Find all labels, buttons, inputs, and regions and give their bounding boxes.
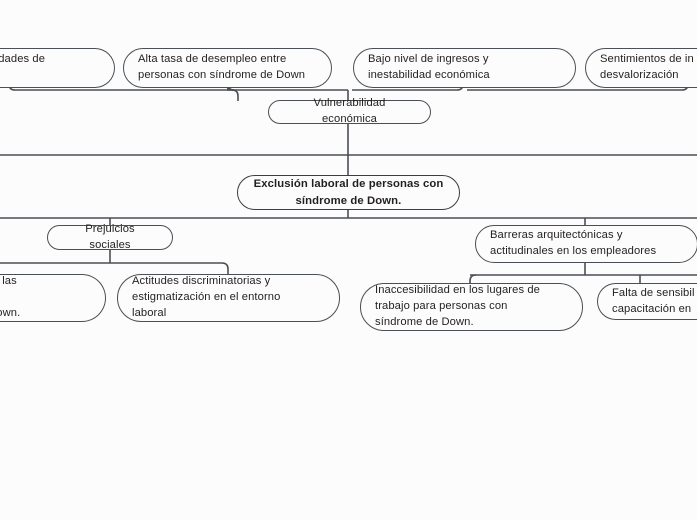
node-label: Bajo nivel de ingresos y inestabilidad e… xyxy=(368,53,490,81)
node-top-right-clipped[interactable]: Sentimientos de in desvalorización xyxy=(585,48,697,88)
node-label: Sentimientos de in desvalorización xyxy=(600,53,694,81)
node-central-topic[interactable]: Exclusión laboral de personas con síndro… xyxy=(237,175,460,210)
node-label: Inaccesibilidad en los lugares de trabaj… xyxy=(375,284,540,328)
node-economic-vulnerability[interactable]: Vulnerabilidad económica xyxy=(268,97,431,125)
node-label: Actitudes discriminatorias y estigmatiza… xyxy=(132,275,281,319)
node-architectural-barriers[interactable]: Barreras arquitectónicas y actitudinales… xyxy=(475,225,697,263)
node-training-clipped[interactable]: Falta de sensibil capacitación en xyxy=(597,283,697,320)
node-label: Falta de sensibil capacitación en xyxy=(612,286,695,315)
node-label: ivos sobre las ales de ome de Down. xyxy=(0,275,21,319)
node-workplace-inaccessibility[interactable]: Inaccesibilidad en los lugares de trabaj… xyxy=(360,283,583,331)
node-label: Alta tasa de desempleo entre personas co… xyxy=(138,53,306,81)
node-stereotypes-clipped[interactable]: ivos sobre las ales de ome de Down. xyxy=(0,274,106,322)
bracket-prejudice-children xyxy=(0,262,229,274)
node-discriminatory-attitudes[interactable]: Actitudes discriminatorias y estigmatiza… xyxy=(117,274,340,322)
node-label: Vulnerabilidad económica xyxy=(313,97,386,125)
node-unemployment[interactable]: Alta tasa de desempleo entre personas co… xyxy=(123,48,332,88)
node-social-prejudice[interactable]: Prejuicios sociales xyxy=(47,223,173,251)
node-low-income[interactable]: Bajo nivel de ingresos y inestabilidad e… xyxy=(353,48,576,88)
edge-unemployment-to-bracket xyxy=(227,88,348,91)
node-label: Exclusión laboral de personas con síndro… xyxy=(253,178,444,207)
node-label: Prejuicios sociales xyxy=(85,222,135,251)
node-top-left-clipped[interactable]: oportunidades de l xyxy=(0,48,115,88)
node-label: Barreras arquitectónicas y actitudinales… xyxy=(490,229,657,257)
node-label: oportunidades de l xyxy=(0,53,46,66)
